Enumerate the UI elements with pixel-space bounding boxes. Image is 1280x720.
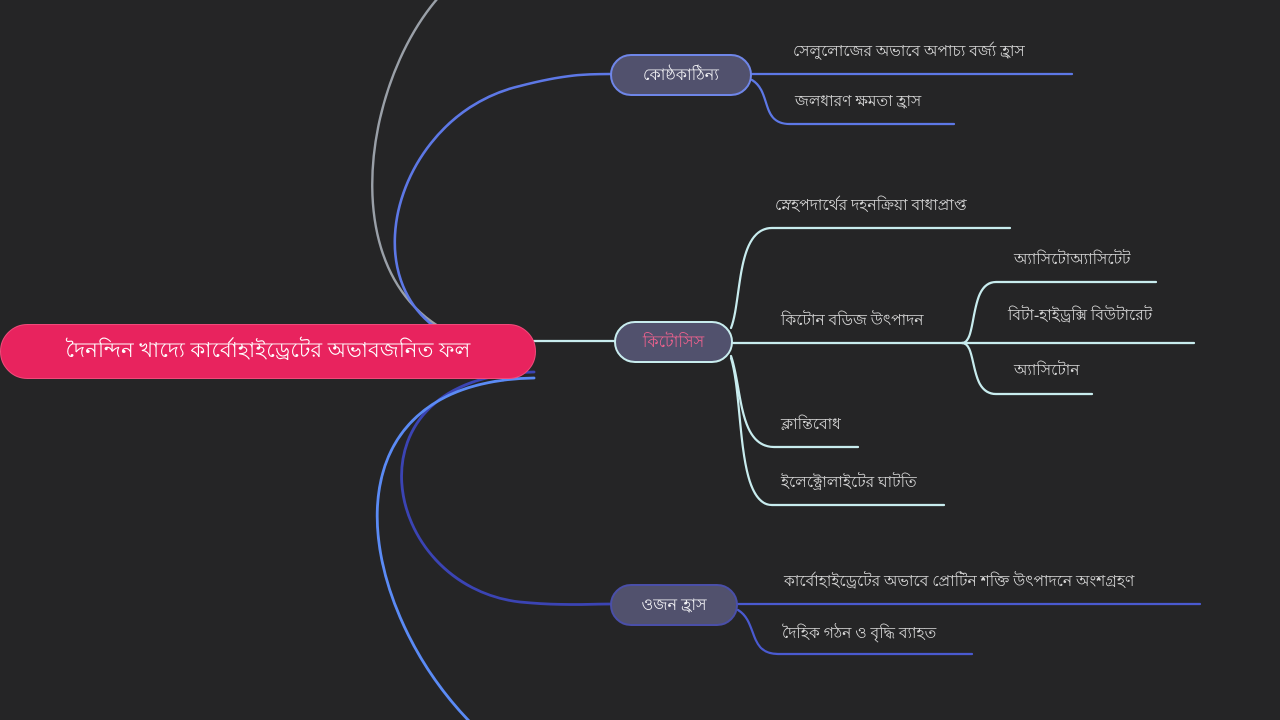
leaf-ketosis-3-label: ক্লান্তিবোধ — [781, 416, 841, 433]
branch-node-ketosis-label: কিটোসিস — [642, 333, 705, 351]
leaf-constipation-1[interactable]: সেলুলোজের অভাবে অপাচ্য বর্জ্য হ্রাস — [793, 44, 1025, 60]
leaf-ketone-body-1[interactable]: অ্যাসিটোঅ্যাসিটেট — [1014, 252, 1130, 268]
branch-node-weight-loss-label: ওজন হ্রাস — [641, 596, 707, 614]
leaf-weight-loss-2-label: দৈহিক গঠন ও বৃদ্ধি ব্যাহত — [782, 625, 937, 642]
branch-node-constipation[interactable]: কোষ্ঠকাঠিন্য — [610, 54, 752, 96]
leaf-ketone-body-2-label: বিটা-হাইড্রক্সি বিউটারেট — [1008, 307, 1153, 324]
edge-root-to-constipation-blue — [393, 72, 612, 354]
edge-constipation-child-2 — [750, 78, 956, 126]
leaf-weight-loss-1[interactable]: কার্বোহাইড্রেটের অভাবে প্রোটিন শক্তি উৎপ… — [784, 574, 1134, 590]
edge-root-to-constipation — [371, 0, 536, 352]
leaf-ketone-body-1-label: অ্যাসিটোঅ্যাসিটেট — [1014, 251, 1131, 268]
root-node[interactable]: দৈনন্দিন খাদ্যে কার্বোহাইড্রেটের অভাবজনি… — [0, 324, 536, 379]
branch-node-constipation-label: কোষ্ঠকাঠিন্য — [643, 66, 719, 84]
leaf-constipation-2-label: জলধারণ ক্ষমতা হ্রাস — [795, 93, 922, 110]
root-node-label: দৈনন্দিন খাদ্যে কার্বোহাইড্রেটের অভাবজনি… — [65, 338, 471, 362]
leaf-ketosis-1[interactable]: স্নেহপদার্থের দহনক্রিয়া বাধাপ্রাপ্ত — [775, 198, 967, 214]
edge-root-to-weight-loss — [400, 370, 612, 606]
edge-ketosis-child-1 — [729, 226, 1012, 330]
edge-ketone-body-3 — [960, 341, 1094, 396]
leaf-weight-loss-1-label: কার্বোহাইড্রেটের অভাবে প্রোটিন শক্তি উৎপ… — [784, 573, 1135, 590]
edge-ketosis-child-4 — [729, 356, 946, 507]
leaf-ketosis-4[interactable]: ইলেক্ট্রোলাইটের ঘাটতি — [781, 475, 917, 491]
edge-weight-loss-child-2 — [736, 608, 974, 656]
branch-node-ketosis[interactable]: কিটোসিস — [614, 321, 733, 363]
leaf-ketosis-2-label: কিটোন বডিজ উৎপাদন — [781, 312, 924, 329]
leaf-ketosis-3[interactable]: ক্লান্তিবোধ — [781, 417, 841, 433]
leaf-weight-loss-2[interactable]: দৈহিক গঠন ও বৃদ্ধি ব্যাহত — [782, 626, 936, 642]
leaf-constipation-2[interactable]: জলধারণ ক্ষমতা হ্রাস — [795, 94, 921, 110]
leaf-ketone-body-3[interactable]: অ্যাসিটোন — [1014, 363, 1080, 379]
leaf-ketone-body-2[interactable]: বিটা-হাইড্রক্সি বিউটারেট — [1008, 308, 1152, 324]
branch-node-weight-loss[interactable]: ওজন হ্রাস — [610, 584, 738, 626]
leaf-constipation-1-label: সেলুলোজের অভাবে অপাচ্য বর্জ্য হ্রাস — [793, 43, 1025, 60]
leaf-ketone-body-3-label: অ্যাসিটোন — [1014, 362, 1080, 379]
edge-ketosis-child-3 — [729, 354, 860, 449]
edge-root-outer-sweep — [375, 376, 536, 720]
edge-ketone-body-1 — [960, 280, 1158, 345]
leaf-ketosis-2[interactable]: কিটোন বডিজ উৎপাদন — [781, 313, 924, 329]
leaf-ketosis-1-label: স্নেহপদার্থের দহনক্রিয়া বাধাপ্রাপ্ত — [775, 197, 967, 214]
leaf-ketosis-4-label: ইলেক্ট্রোলাইটের ঘাটতি — [781, 474, 917, 491]
